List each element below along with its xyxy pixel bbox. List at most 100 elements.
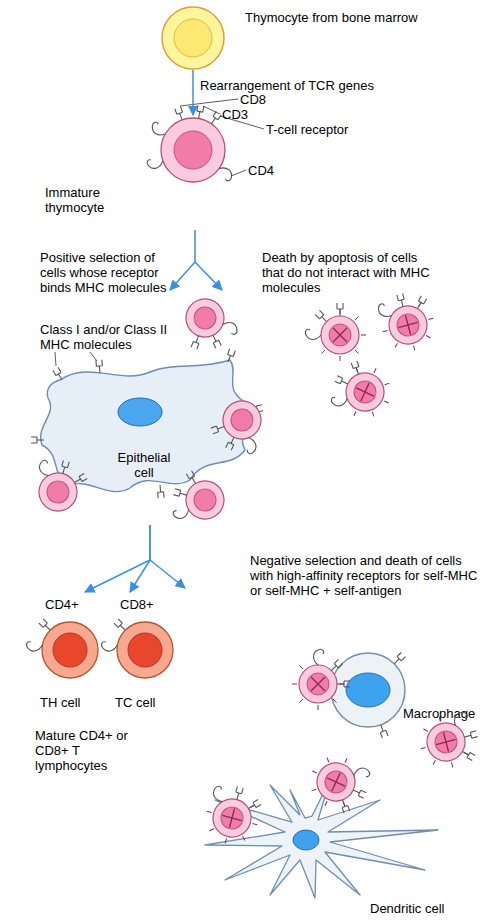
illustration-part — [176, 294, 244, 360]
annotation-text: CD4 — [248, 163, 274, 178]
illustration-part — [53, 367, 65, 381]
illustration-part — [162, 7, 224, 69]
illustration-part — [162, 7, 224, 69]
cell-name: Thymocyte from bone marrow — [245, 10, 475, 25]
epithelial-cell: Epithelial cell — [35, 290, 260, 525]
leader-lines — [55, 99, 264, 366]
illustration-part — [216, 165, 235, 182]
illustration-part — [117, 622, 173, 678]
selection-arrow — [130, 525, 150, 592]
cell-outline — [328, 650, 408, 730]
illustration-part — [42, 622, 98, 678]
illustration-part — [331, 653, 405, 727]
illustration-part — [161, 118, 225, 182]
illustration-part — [157, 485, 164, 498]
annotation-text: CD3 — [222, 107, 248, 122]
illustration-part — [205, 396, 271, 464]
selected-thymocytes — [24, 294, 271, 534]
illustration-part — [365, 280, 447, 361]
mature-cell-receptors — [26, 619, 127, 652]
selection-arrow — [85, 525, 150, 592]
cell-name: TC cell — [115, 695, 155, 710]
annotation-text: Class I and/or Class II MHC molecules — [40, 322, 190, 352]
illustration-part — [118, 398, 162, 426]
illustration-part — [292, 649, 350, 710]
illustration-part — [410, 699, 484, 781]
illustration-part — [114, 619, 127, 632]
illustration-part — [331, 653, 405, 727]
illustration-part — [195, 262, 222, 290]
cell-name: Macrophage — [403, 706, 475, 721]
illustration-part — [378, 724, 388, 738]
selection-arrow — [170, 230, 195, 290]
cell-name: Epithelial cell — [113, 450, 175, 480]
illustration-part — [159, 463, 231, 534]
illustration-part — [161, 118, 225, 182]
annotation-text: T-cell receptor — [266, 122, 348, 137]
cytotoxic-t-cell: CD8+ TC cell — [112, 592, 178, 717]
immature-thymocyte: Immature thymocyte — [40, 115, 230, 230]
annotation-text: Mature CD4+ or CD8+ T lymphocytes — [35, 728, 150, 773]
illustration-part — [55, 352, 56, 366]
illustration-part — [293, 830, 319, 850]
dendritic-cell: Dendritic cell — [195, 770, 445, 900]
illustration-part — [209, 111, 221, 125]
illustration-part — [117, 622, 173, 678]
illustration-part — [303, 746, 380, 821]
illustration-part — [149, 121, 168, 138]
illustration-part — [192, 772, 273, 854]
helper-t-cell: CD4+ TH cell — [38, 592, 102, 717]
precursor-cell: Thymocyte from bone marrow — [161, 6, 225, 70]
cell-outline — [35, 290, 260, 525]
illustration-part — [175, 107, 185, 121]
illustration-part — [231, 170, 246, 176]
illustration-part — [180, 99, 238, 106]
illustration-part — [196, 105, 204, 119]
annotation-text: Death by apoptosis of cells that do not … — [262, 250, 437, 295]
illustration-part — [146, 156, 164, 171]
cell-outline — [195, 770, 445, 900]
cell-name: Immature thymocyte — [45, 185, 125, 215]
macrophage-cell: Macrophage — [328, 650, 408, 730]
illustration-part — [31, 437, 44, 443]
selection-arrow — [192, 70, 194, 115]
annotation-text: Negative selection and death of cells wi… — [250, 553, 478, 598]
arrow-label: Rearrangement of TCR genes — [200, 78, 374, 93]
cell-name: Dendritic cell — [370, 901, 444, 916]
cell-name: TH cell — [40, 695, 80, 710]
illustration-part — [174, 19, 212, 57]
annotation-text: CD8 — [240, 92, 266, 107]
illustration-part — [96, 360, 103, 373]
illustration-part — [203, 106, 220, 114]
illustration-part — [26, 640, 43, 653]
illustration-part — [41, 360, 252, 492]
illustration-part — [346, 673, 390, 707]
illustration-part — [24, 446, 95, 518]
illustration-part — [225, 349, 235, 363]
illustration-part — [150, 560, 185, 588]
illustration-part — [39, 619, 52, 632]
cell-name: CD4+ — [45, 597, 79, 612]
illustration-part — [101, 640, 118, 653]
apoptotic-thymocytes — [192, 280, 484, 854]
illustration-part — [128, 633, 162, 667]
illustration-part — [90, 352, 97, 361]
illustration-part — [174, 131, 212, 169]
arrow-label: Positive selection of cells whose recept… — [40, 250, 180, 295]
illustration-part — [41, 360, 252, 492]
illustration-part — [205, 780, 438, 898]
illustration-part — [53, 633, 87, 667]
thymocyte-receptors — [146, 105, 234, 182]
illustration-part — [42, 622, 98, 678]
illustration-part — [220, 116, 264, 129]
cell-name: CD8+ — [120, 597, 154, 612]
illustration-part — [305, 303, 366, 361]
apoptosis-branch-arrows — [150, 262, 222, 588]
cell-outline — [161, 6, 225, 70]
illustration-part — [321, 353, 398, 428]
mhc-molecules — [31, 349, 406, 738]
illustration-part — [392, 652, 405, 665]
illustration-part — [249, 405, 263, 413]
